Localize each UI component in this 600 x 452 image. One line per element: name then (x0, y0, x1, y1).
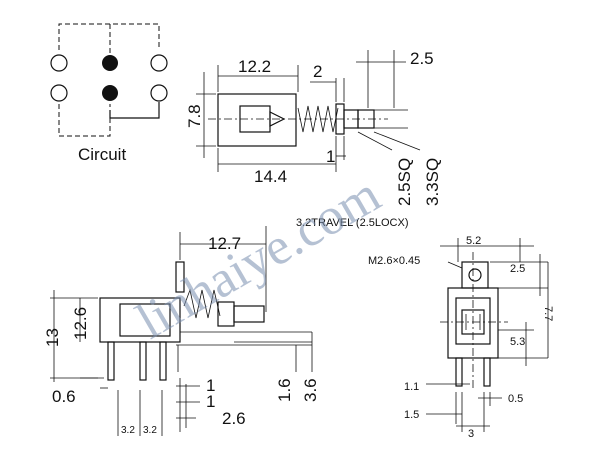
circuit-label: Circuit (78, 145, 126, 164)
dim-side-height-inner: 12.6 (71, 307, 90, 340)
dim-front-height: 7.7 (542, 306, 554, 321)
dim-one-a: 1 (206, 376, 215, 395)
dim-front-mid: 5.3 (510, 336, 525, 348)
contact-open-3 (50, 84, 68, 102)
dim-top-height: 7.8 (185, 104, 204, 128)
front-view: 5.2 M2.6×0.45 2.5 7.7 5.3 1.1 1.5 (368, 235, 554, 440)
top-view: 12.2 2 2.5 7.8 14.4 1 2.5SQ 3.3SQ (185, 49, 442, 206)
dim-body-length: 12.2 (238, 57, 271, 76)
dim-two-six: 2.6 (222, 409, 246, 428)
contact-common-1 (102, 55, 118, 71)
contact-open-4 (150, 84, 168, 102)
side-view: 3.2TRAVEL (2.5LOCX) 12.7 13 12.6 0.6 (43, 217, 409, 436)
dim-side-length: 12.7 (208, 234, 241, 253)
dim-one-six: 1.6 (275, 378, 294, 402)
travel-note: 3.2TRAVEL (2.5LOCX) (296, 217, 409, 229)
dim-pin-a: 1.1 (404, 381, 419, 393)
dim-total-length: 14.4 (254, 167, 287, 186)
dim-screw: M2.6×0.45 (368, 255, 420, 267)
dim-pitch: 3 (468, 428, 474, 440)
dim-pin-b: 1.5 (404, 409, 419, 421)
dim-one-b: 1 (206, 392, 215, 411)
dim-pitch-b: 3.2 (143, 425, 157, 436)
dim-square-a: 2.5SQ (395, 158, 414, 206)
dim-front-width: 5.2 (466, 235, 481, 247)
dim-plunger-gap: 2 (313, 62, 322, 81)
contact-open-2 (150, 54, 168, 72)
dim-front-top: 2.5 (510, 263, 525, 275)
dim-three-six: 3.6 (301, 378, 320, 402)
watermark: linhaiye.com (128, 166, 390, 350)
dim-pin-offset: 0.6 (52, 387, 76, 406)
dim-plunger-tip: 2.5 (410, 49, 434, 68)
dim-square-b: 3.3SQ (423, 158, 442, 206)
contact-open-1 (50, 54, 68, 72)
contact-common-2 (102, 85, 118, 101)
circuit-diagram: Circuit (50, 23, 168, 164)
dim-side-height-outer: 13 (43, 328, 62, 347)
dim-pin-c: 0.5 (508, 393, 523, 405)
dim-small-gap: 1 (326, 147, 335, 166)
dim-pitch-a: 3.2 (121, 425, 135, 436)
